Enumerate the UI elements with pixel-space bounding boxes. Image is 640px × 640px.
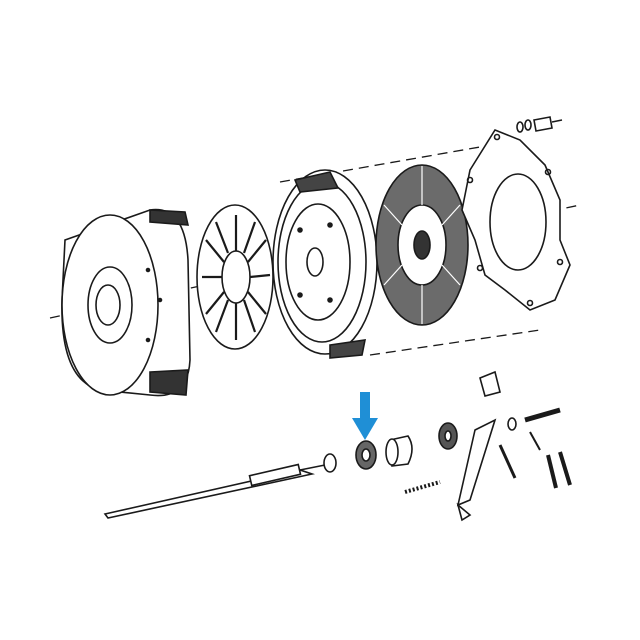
down-arrow-icon xyxy=(352,392,378,440)
bolt-washer-set xyxy=(516,116,563,133)
release-parts xyxy=(323,370,572,522)
pressure-plate xyxy=(272,169,378,359)
clutch-disc xyxy=(375,164,469,326)
flywheel xyxy=(61,208,191,397)
cover-plate xyxy=(461,129,571,311)
input-shaft xyxy=(103,463,331,519)
diaphragm-spring xyxy=(196,204,274,350)
